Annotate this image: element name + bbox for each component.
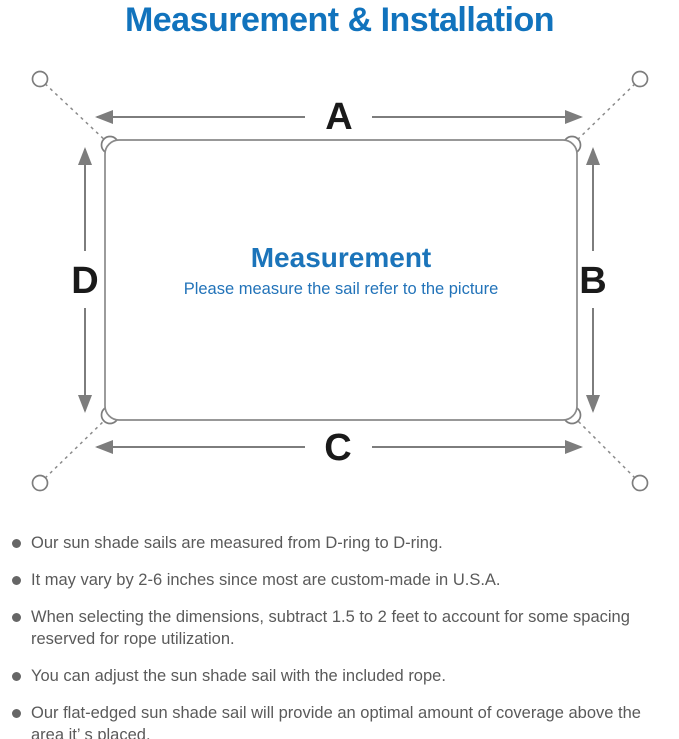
note-text: Our flat-edged sun shade sail will provi…	[31, 704, 641, 739]
note-text: Our sun shade sails are measured from D-…	[31, 534, 443, 552]
anchor-ring-top-left-icon	[31, 70, 49, 88]
bullet-dot-icon	[12, 672, 21, 681]
dimension-label-c: C	[324, 427, 351, 469]
page-title: Measurement & Installation	[124, 1, 555, 39]
bullet-dot-icon	[12, 709, 21, 718]
list-item: It may vary by 2-6 inches since most are…	[10, 569, 670, 591]
anchor-ring-bottom-left-icon	[31, 474, 49, 492]
list-item: Our sun shade sails are measured from D-…	[10, 532, 670, 554]
dimension-label-b: B	[579, 260, 606, 302]
diagram-center-heading: Measurement	[251, 242, 432, 273]
corner-tie-lines	[39, 78, 641, 484]
tie-line-bottom-right	[573, 416, 641, 484]
sail-diagram-svg: A C D B Measurement Please measure the s…	[31, 70, 649, 492]
sail-outline	[104, 139, 578, 421]
note-text: It may vary by 2-6 inches since most are…	[31, 571, 501, 589]
bullet-dot-icon	[12, 539, 21, 548]
sail-measurement-diagram: A C D B Measurement Please measure the s…	[0, 55, 679, 505]
note-text: When selecting the dimensions, subtract …	[31, 608, 630, 648]
dimension-label-d: D	[71, 260, 98, 302]
diagram-center-subtitle: Please measure the sail refer to the pic…	[184, 280, 499, 298]
anchor-rings	[31, 70, 649, 492]
tie-line-bottom-left	[39, 416, 109, 484]
anchor-ring-top-right-icon	[631, 70, 649, 88]
tie-line-top-left	[39, 78, 109, 144]
list-item: When selecting the dimensions, subtract …	[10, 606, 670, 650]
note-text: You can adjust the sun shade sail with t…	[31, 667, 446, 685]
anchor-ring-bottom-right-icon	[631, 474, 649, 492]
list-item: You can adjust the sun shade sail with t…	[10, 665, 670, 687]
bullet-dot-icon	[12, 613, 21, 622]
list-item: Our flat-edged sun shade sail will provi…	[10, 702, 670, 739]
dimension-label-a: A	[325, 96, 352, 138]
measurement-notes-list: Our sun shade sails are measured from D-…	[10, 532, 670, 739]
bullet-dot-icon	[12, 576, 21, 585]
tie-line-top-right	[573, 78, 641, 144]
